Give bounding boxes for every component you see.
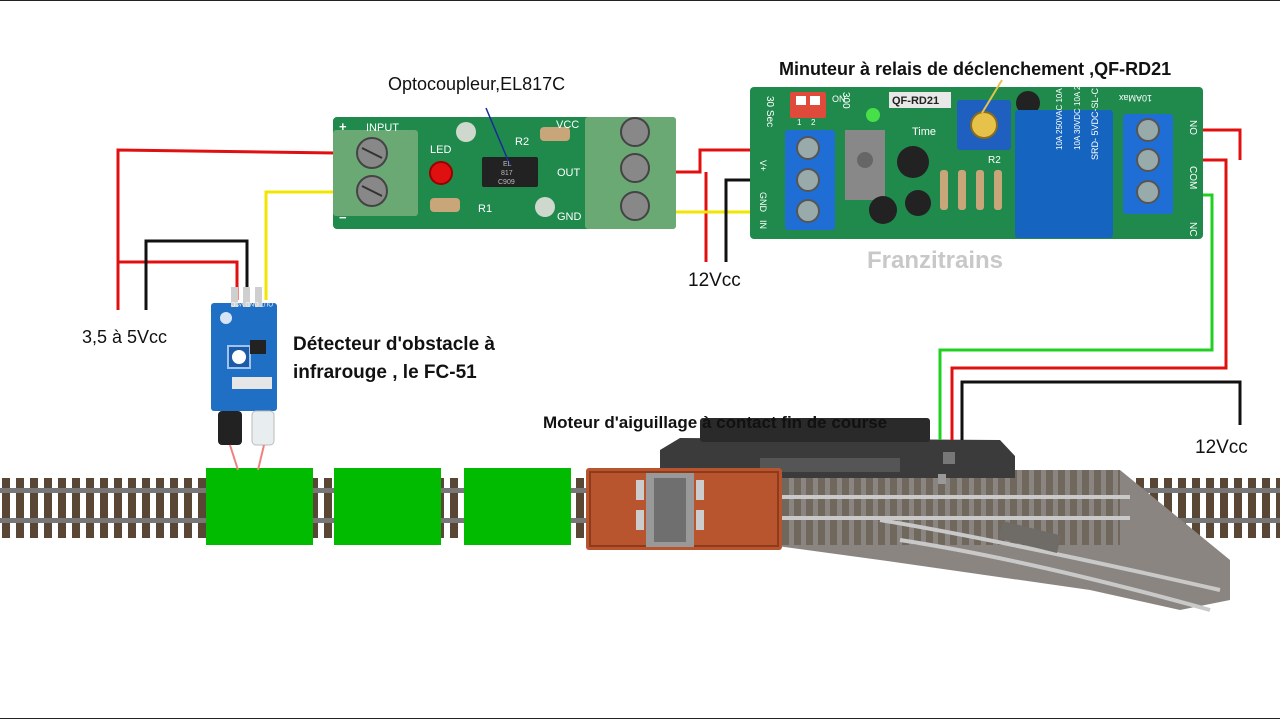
wire-yellow-out xyxy=(264,190,335,300)
relay-max-label: 10AMax xyxy=(1118,93,1152,103)
ir-detector-label-line2: infrarouge , le FC-51 xyxy=(293,362,477,383)
relay-dip2-label: 2 xyxy=(811,118,816,127)
opto-chip-text-3: C909 xyxy=(498,179,515,186)
green-blocks xyxy=(206,468,571,545)
relay-on-label: ON xyxy=(832,94,846,104)
bottom-border xyxy=(0,718,1280,719)
opto-mount-hole xyxy=(456,122,476,142)
ir-detector-label-line1: Détecteur d'obstacle à xyxy=(293,334,495,355)
relay-led xyxy=(866,108,880,122)
relay-module xyxy=(1015,110,1113,238)
green-block-3 xyxy=(464,468,571,545)
opto-input-label: INPUT xyxy=(366,122,399,134)
relay-in-label: IN xyxy=(758,220,768,229)
wire-red-com xyxy=(950,158,1228,440)
wire-red-opto-out xyxy=(676,148,795,174)
board-text: + INPUT − LED R1 R2 VCC OUT GND EL 817 C… xyxy=(230,57,1198,306)
relay-vplus-label: V+ xyxy=(758,160,768,171)
relay-sec-label: 30 Sec xyxy=(764,96,775,127)
opto-label-pointer xyxy=(485,107,511,166)
relay-dip-switch xyxy=(790,92,826,118)
optocoupler-label: Optocoupleur,EL817C xyxy=(388,74,566,94)
green-block-2 xyxy=(334,468,441,545)
opto-r1-label: R1 xyxy=(478,203,492,215)
switch-motor-top xyxy=(700,418,930,442)
relay-com-label: COM xyxy=(1187,166,1198,189)
relay-transistor xyxy=(897,146,929,178)
wire-red-input-plus xyxy=(116,148,336,310)
opto-chip-text-2: 817 xyxy=(501,170,513,177)
ir-receiver xyxy=(218,411,242,445)
top-border xyxy=(0,0,1280,1)
opto-r1 xyxy=(430,198,460,212)
opto-gnd-label: GND xyxy=(557,211,582,223)
relay-model-label: QF-RD21 xyxy=(892,95,939,107)
relay-timer-board xyxy=(750,87,1203,239)
relay-label-pointer xyxy=(981,79,1003,114)
ir-emitter xyxy=(251,410,275,446)
opto-plus-label: + xyxy=(339,119,347,134)
opto-r2 xyxy=(540,127,570,141)
relay-spec-3: SRD- 5VDC-SL-C xyxy=(1090,87,1100,160)
relay-dip1-label: 1 xyxy=(797,118,802,127)
relay-timer-label: Minuteur à relais de déclenchement ,QF-R… xyxy=(779,59,1172,79)
turnout xyxy=(770,470,1230,612)
relay-gnd-label: GND xyxy=(758,192,768,213)
supply-12v-center-label: 12Vcc xyxy=(688,270,741,291)
opto-out-label: OUT xyxy=(557,167,581,179)
rail-car xyxy=(586,468,782,550)
switch-motor-label: Moteur d'aiguillage à contact fin de cou… xyxy=(543,413,888,432)
relay-nc-label: NC xyxy=(1187,222,1198,236)
supply-12v-right-label: 12Vcc xyxy=(1195,437,1248,458)
relay-300-label: 300 xyxy=(840,92,851,109)
ir-detector xyxy=(211,287,277,471)
wire-red-vcc xyxy=(118,260,239,300)
opto-chip-text-1: EL xyxy=(503,161,512,168)
relay-spec-2: 10A 30VDC 10A 28VDC xyxy=(1073,64,1082,150)
opto-r2-label: R2 xyxy=(515,136,529,148)
opto-input-terminal xyxy=(333,130,418,216)
relay-time-label: Time xyxy=(912,126,936,138)
relay-r2-label: R2 xyxy=(988,155,1001,166)
green-block-1 xyxy=(206,468,313,545)
wire-black-12v-right xyxy=(960,380,1242,440)
relay-spec-1: 10A 250VAC 10A 125VAC xyxy=(1055,57,1064,150)
relay-no-label: NO xyxy=(1187,120,1198,135)
ir-pins-label: OUT GND VCC xyxy=(230,300,273,306)
opto-chip xyxy=(482,157,538,187)
opto-vcc-label: VCC xyxy=(556,119,579,131)
wire-black-gnd xyxy=(144,239,249,310)
optocoupler-board xyxy=(333,117,676,229)
supply-low-label: 3,5 à 5Vcc xyxy=(82,327,168,347)
watermark: Franzitrains xyxy=(867,247,1004,274)
opto-minus-label: − xyxy=(339,210,347,225)
relay-model-plate xyxy=(889,92,951,108)
opto-led xyxy=(429,161,453,185)
opto-led-label: LED xyxy=(430,144,451,156)
